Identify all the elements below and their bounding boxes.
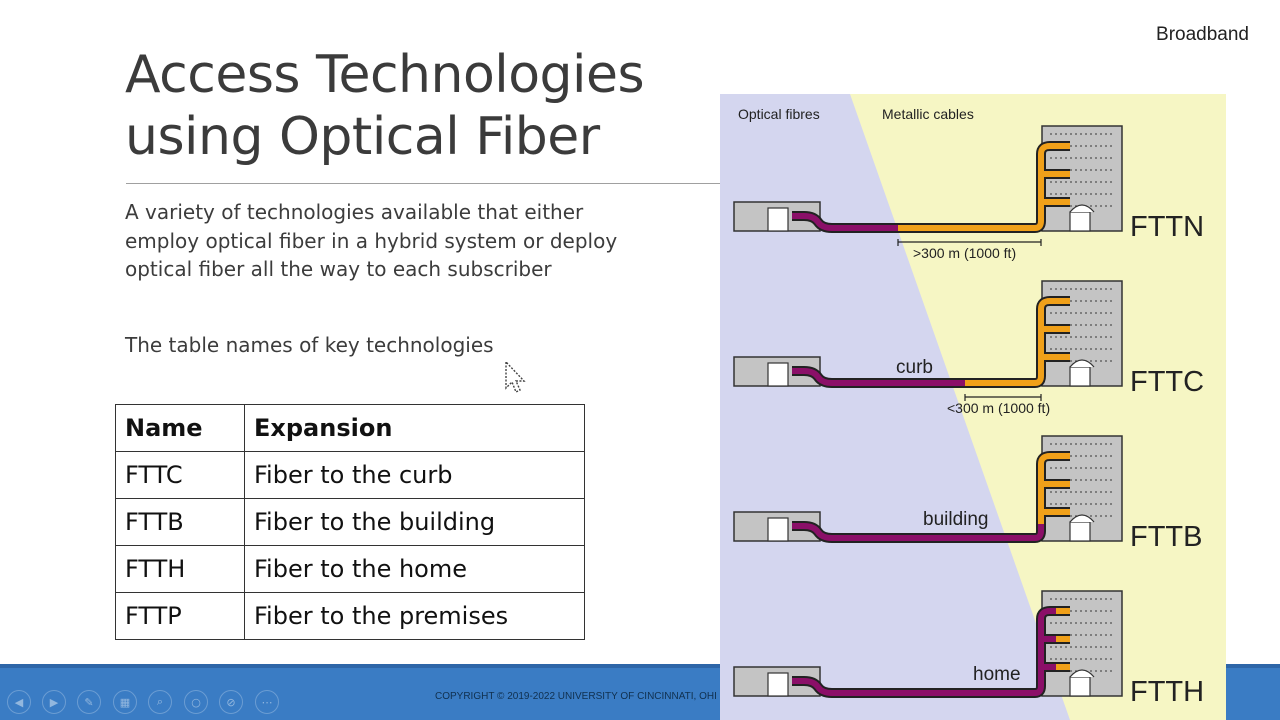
fttc-row: curb <300 m (1000 ft) FTTC bbox=[733, 280, 1204, 416]
building-door bbox=[1069, 211, 1091, 232]
section-label: Broadband bbox=[1156, 24, 1249, 45]
dish-icon bbox=[1069, 514, 1095, 523]
distance-label: >300 m (1000 ft) bbox=[913, 245, 1016, 261]
table-cell: FTTP bbox=[115, 592, 245, 640]
pen-icon[interactable]: ✎ bbox=[77, 690, 101, 714]
more-icon[interactable]: ⋯ bbox=[255, 690, 279, 714]
table-row: FTTP Fiber to the premises bbox=[115, 592, 585, 640]
fttn-row: >300 m (1000 ft) FTTN bbox=[733, 125, 1204, 261]
fiber-line bbox=[792, 608, 1056, 696]
copper-line bbox=[965, 298, 1070, 386]
fiber-line bbox=[792, 213, 898, 231]
technologies-table: Name Expansion FTTC Fiber to the curb FT… bbox=[115, 404, 585, 640]
body-paragraph: A variety of technologies available that… bbox=[125, 200, 618, 281]
table-cell: Fiber to the premises bbox=[244, 592, 585, 640]
exchange-door bbox=[767, 362, 789, 387]
optical-zone-label: Optical fibres bbox=[738, 106, 820, 122]
table-cell: Fiber to the building bbox=[244, 498, 585, 546]
building-door bbox=[1069, 676, 1091, 697]
copyright-text: COPYRIGHT © 2019-2022 UNIVERSITY OF CINC… bbox=[435, 691, 717, 702]
table-cell: FTTC bbox=[115, 451, 245, 499]
distance-marker bbox=[964, 394, 1042, 401]
building-door bbox=[1069, 366, 1091, 387]
exchange-door bbox=[767, 672, 789, 697]
toolbar-stripe bbox=[0, 664, 1280, 668]
copper-line bbox=[1056, 608, 1070, 670]
variant-label: FTTH bbox=[1130, 676, 1204, 708]
optical-zone bbox=[720, 94, 1070, 720]
mouse-cursor-icon bbox=[505, 360, 526, 393]
point-label: curb bbox=[896, 357, 933, 378]
hide-icon[interactable]: ⊘ bbox=[219, 690, 243, 714]
fiber-line bbox=[792, 368, 965, 386]
dish-icon bbox=[1069, 204, 1095, 213]
title-divider bbox=[126, 183, 720, 184]
exchange-door bbox=[767, 517, 789, 542]
fttb-row: building FTTB bbox=[733, 435, 1203, 553]
exchange-door bbox=[767, 207, 789, 232]
table-cell: Fiber to the home bbox=[244, 545, 585, 593]
variant-label: FTTC bbox=[1130, 366, 1204, 398]
table-header-row: Name Expansion bbox=[115, 404, 585, 452]
back-icon[interactable]: ◀ bbox=[7, 690, 31, 714]
table-cell: Fiber to the curb bbox=[244, 451, 585, 499]
variant-label: FTTN bbox=[1130, 211, 1204, 243]
slides-icon[interactable]: ▦ bbox=[113, 690, 137, 714]
table-header-cell: Name bbox=[115, 404, 245, 452]
point-label: building bbox=[923, 509, 989, 530]
copper-line bbox=[898, 143, 1070, 231]
forward-icon[interactable]: ▶ bbox=[42, 690, 66, 714]
fiber-line bbox=[792, 523, 1044, 541]
zoom-icon[interactable]: ⌕ bbox=[148, 690, 172, 714]
slide-title: Access Technologies using Optical Fiber bbox=[125, 45, 645, 167]
point-label: home bbox=[973, 664, 1021, 685]
body-paragraph: The table names of key technologies bbox=[125, 333, 494, 357]
dish-icon bbox=[1069, 669, 1095, 678]
table-row: FTTH Fiber to the home bbox=[115, 545, 585, 593]
building-door bbox=[1069, 521, 1091, 542]
table-row: FTTC Fiber to the curb bbox=[115, 451, 585, 499]
variant-label: FTTB bbox=[1130, 521, 1203, 553]
ftth-row: home FTTH bbox=[733, 590, 1204, 708]
fttx-diagram: Optical fibres Metallic cables >300 m (1… bbox=[720, 94, 1226, 720]
table-header-cell: Expansion bbox=[244, 404, 585, 452]
circle-icon[interactable]: ○ bbox=[184, 690, 208, 714]
distance-label: <300 m (1000 ft) bbox=[947, 400, 1050, 416]
dish-icon bbox=[1069, 359, 1095, 368]
copper-line bbox=[1038, 453, 1070, 524]
table-cell: FTTH bbox=[115, 545, 245, 593]
distance-marker bbox=[897, 239, 1042, 246]
fttx-diagram-svg: Optical fibres Metallic cables >300 m (1… bbox=[720, 94, 1226, 720]
metallic-zone-label: Metallic cables bbox=[882, 106, 974, 122]
table-row: FTTB Fiber to the building bbox=[115, 498, 585, 546]
table-cell: FTTB bbox=[115, 498, 245, 546]
